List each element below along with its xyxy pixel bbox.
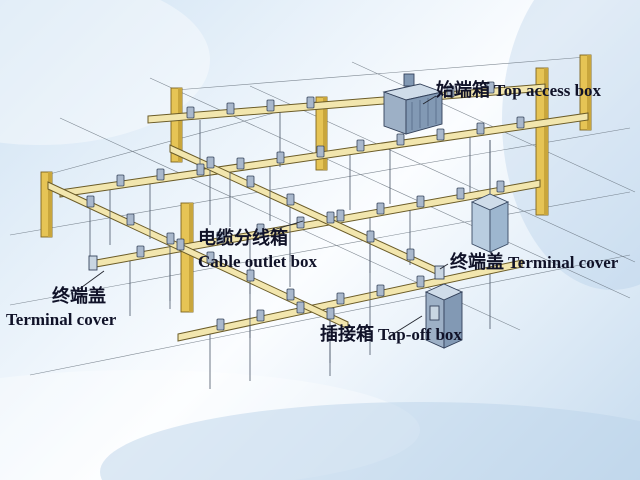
support-column <box>315 96 328 171</box>
support-column <box>535 67 549 216</box>
tap-off-box <box>424 283 464 349</box>
label-cable-outlet-box-zh: 电缆分线箱 <box>198 228 288 249</box>
label-top-access-box-en: Top access box <box>494 81 602 100</box>
support-column <box>170 87 183 163</box>
label-top-access-box-zh: 始端箱 <box>436 80 490 101</box>
label-terminal-cover-left-zh: 终端盖 <box>52 286 106 307</box>
support-columns <box>40 54 592 313</box>
terminal-cover-left-cap <box>88 255 98 271</box>
label-terminal-cover-right-zh: 终端盖 <box>450 252 504 273</box>
label-leader-lines <box>77 95 449 337</box>
label-cable-outlet-box-en: Cable outlet box <box>198 251 317 271</box>
support-column <box>579 54 592 131</box>
label-terminal-cover-right: 终端盖 Terminal cover <box>450 252 618 275</box>
label-top-access-box: 始端箱 Top access box <box>436 80 601 103</box>
label-tap-off-box-zh: 插接箱 <box>320 324 374 345</box>
label-terminal-cover-left-en: Terminal cover <box>6 309 117 329</box>
junction-box-right <box>470 140 510 253</box>
label-tap-off-box-en: Tap-off box <box>378 325 462 344</box>
top-access-box <box>382 73 444 135</box>
support-column <box>180 202 194 313</box>
support-column <box>40 171 53 238</box>
label-terminal-cover-left: 终端盖 Terminal cover <box>6 286 116 330</box>
terminal-cover-right-cap <box>434 265 445 280</box>
label-terminal-cover-right-en: Terminal cover <box>508 253 619 272</box>
label-tap-off-box: 插接箱 Tap-off box <box>320 324 462 347</box>
label-cable-outlet-box: 电缆分线箱 Cable outlet box <box>198 228 317 272</box>
